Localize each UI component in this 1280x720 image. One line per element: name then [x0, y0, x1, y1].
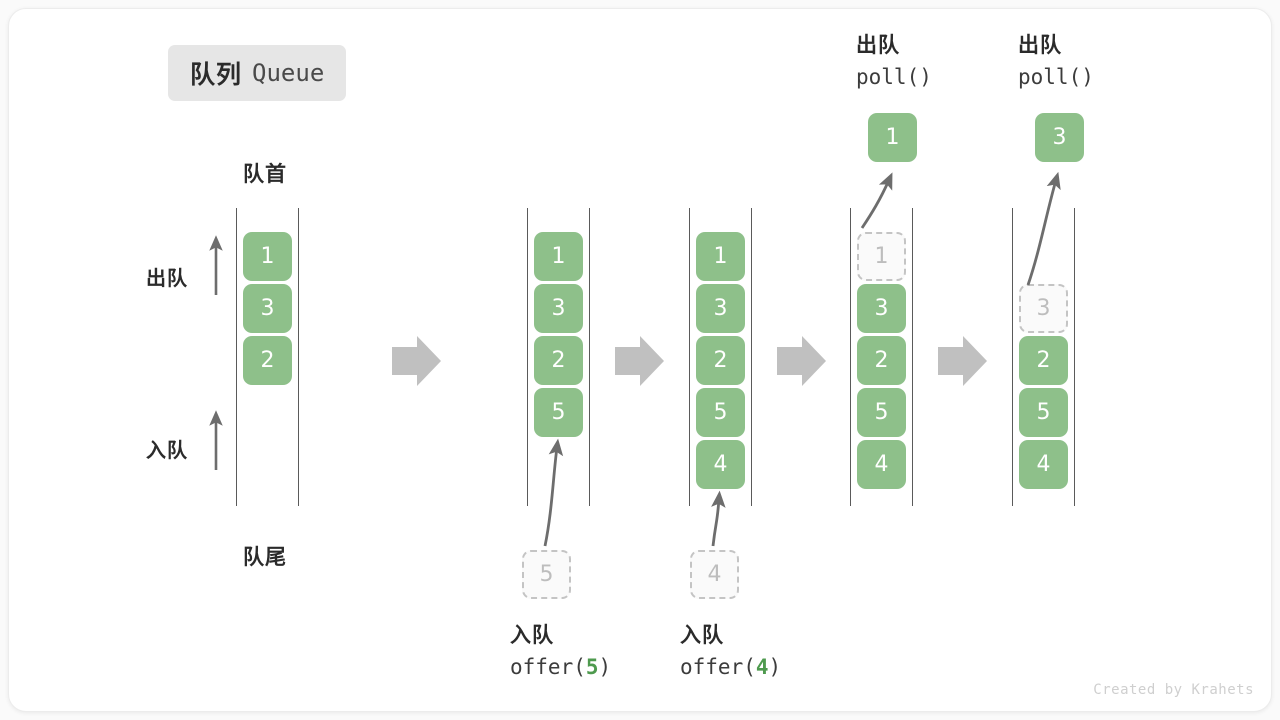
offer-caption-4-code: offer(4) — [680, 652, 781, 684]
queue-slot: 5 — [857, 388, 906, 437]
queue-column-after-offer-5: 1 3 2 5 — [527, 208, 591, 506]
queue-slot-ghost: 3 — [1019, 284, 1068, 333]
offer-arg: 4 — [755, 654, 769, 679]
queue-column-after-offer-4: 1 3 2 5 4 — [689, 208, 753, 506]
offer-arg: 5 — [585, 654, 599, 679]
queue-rail-right — [912, 208, 913, 506]
queue-slot: 2 — [696, 336, 745, 385]
queue-slot: 4 — [696, 440, 745, 489]
diagram-title-cn: 队列 — [190, 61, 243, 89]
poll-header-2-code: poll() — [1018, 64, 1094, 89]
queue-slot: 3 — [243, 284, 292, 333]
poll-header-1-code: poll() — [856, 64, 932, 89]
offer-fn-name: offer( — [680, 654, 756, 679]
popped-value-2: 3 — [1035, 113, 1084, 162]
queue-rail-left — [236, 208, 237, 506]
incoming-element-5: 5 — [522, 550, 571, 599]
offer-fn-name: offer( — [510, 654, 586, 679]
queue-head-label: 队首 — [243, 163, 287, 186]
queue-rail-right — [589, 208, 590, 506]
queue-column-after-poll-1: 1 3 2 5 4 — [850, 208, 914, 506]
queue-rail-right — [298, 208, 299, 506]
credit-text: Created by Krahets — [1093, 682, 1254, 698]
diagram-card — [8, 8, 1272, 712]
diagram-title-en: Queue — [252, 59, 325, 87]
dequeue-direction-label: 出队 — [146, 268, 188, 290]
offer-close-paren: ) — [598, 654, 612, 679]
queue-rail-left — [689, 208, 690, 506]
queue-slot: 3 — [857, 284, 906, 333]
offer-caption-5-code: offer(5) — [510, 652, 611, 684]
enqueue-direction-label: 入队 — [146, 440, 188, 462]
queue-slot: 1 — [696, 232, 745, 281]
queue-rail-right — [1074, 208, 1075, 506]
queue-slot: 1 — [243, 232, 292, 281]
queue-tail-label: 队尾 — [243, 546, 287, 569]
queue-slot: 2 — [857, 336, 906, 385]
poll-header-1: 出队 poll() — [856, 30, 932, 93]
incoming-element-4: 4 — [690, 550, 739, 599]
queue-slot: 3 — [534, 284, 583, 333]
queue-slot: 5 — [1019, 388, 1068, 437]
poll-header-1-cn: 出队 — [856, 34, 900, 57]
queue-column-initial: 1 3 2 — [236, 208, 300, 506]
poll-header-2-cn: 出队 — [1018, 34, 1062, 57]
queue-slot-ghost: 1 — [857, 232, 906, 281]
queue-rail-right — [751, 208, 752, 506]
offer-caption-5-cn: 入队 — [510, 624, 554, 647]
queue-rail-left — [527, 208, 528, 506]
offer-caption-4: 入队 offer(4) — [680, 620, 781, 683]
queue-slot: 2 — [534, 336, 583, 385]
queue-slot: 5 — [534, 388, 583, 437]
queue-slot: 3 — [696, 284, 745, 333]
queue-slot: 2 — [243, 336, 292, 385]
offer-caption-5: 入队 offer(5) — [510, 620, 611, 683]
queue-rail-left — [850, 208, 851, 506]
offer-close-paren: ) — [768, 654, 782, 679]
queue-slot: 2 — [1019, 336, 1068, 385]
queue-slot: 1 — [534, 232, 583, 281]
poll-header-2: 出队 poll() — [1018, 30, 1094, 93]
queue-slot: 4 — [857, 440, 906, 489]
queue-slot: 5 — [696, 388, 745, 437]
offer-caption-4-cn: 入队 — [680, 624, 724, 647]
diagram-title-chip: 队列 Queue — [168, 45, 347, 101]
popped-value-1: 1 — [868, 113, 917, 162]
queue-column-after-poll-3: 3 2 5 4 — [1012, 208, 1076, 506]
queue-rail-left — [1012, 208, 1013, 506]
queue-slot: 4 — [1019, 440, 1068, 489]
